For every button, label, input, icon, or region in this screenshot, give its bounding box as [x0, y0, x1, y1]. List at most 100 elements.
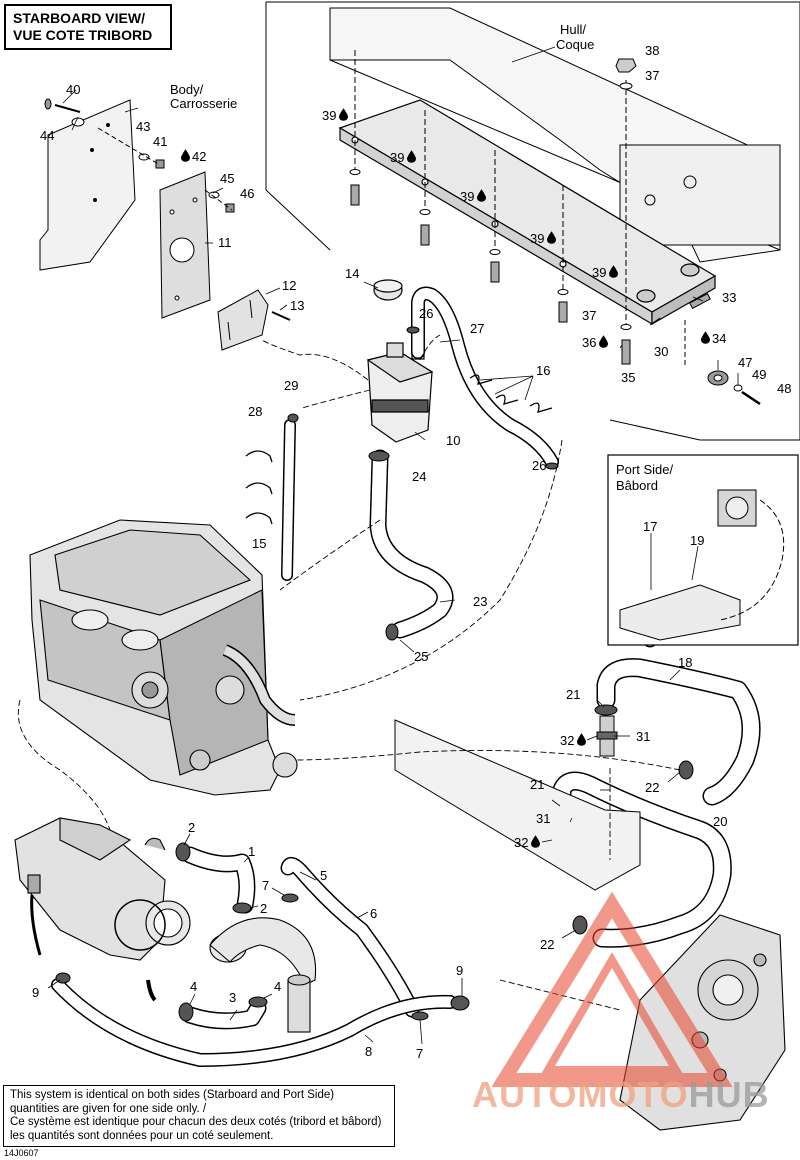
- body-label: Body/: [170, 82, 204, 97]
- clamp-24: [368, 450, 390, 462]
- washer-37-top: [619, 82, 633, 90]
- drop-icon: [577, 733, 586, 746]
- flow-leaders: [17, 334, 681, 1011]
- clamp-2-a: [175, 842, 191, 862]
- callout: 31: [536, 811, 550, 826]
- callout: 37: [582, 308, 596, 323]
- callout: 25: [414, 649, 428, 664]
- callout: 16: [536, 363, 550, 378]
- bolt-39-a: [349, 50, 361, 206]
- washer-49: [733, 384, 743, 392]
- watermark-logo: [491, 891, 733, 1087]
- callout: 34: [712, 331, 726, 346]
- callout: 18: [678, 655, 692, 670]
- bolt-39-c: [489, 150, 501, 283]
- callout: 4: [274, 979, 281, 994]
- clamps: [55, 326, 694, 1022]
- callout: 39: [530, 231, 544, 246]
- callout: 9: [456, 963, 463, 978]
- callout: 7: [416, 1046, 423, 1061]
- callout: 43: [136, 119, 150, 134]
- callout: 39: [592, 265, 606, 280]
- watermark-part1: AUTOMOTO: [472, 1074, 689, 1115]
- drop-icon: [701, 331, 710, 344]
- callout: 37: [645, 68, 659, 83]
- callout: 17: [643, 519, 657, 534]
- callout: 8: [365, 1044, 372, 1059]
- callout: 13: [290, 298, 304, 313]
- hose-5: [280, 857, 420, 1018]
- callout: 32: [514, 835, 528, 850]
- clamp-25: [385, 623, 399, 641]
- callout: 40: [66, 82, 80, 97]
- callout: 30: [654, 344, 668, 359]
- view-title-line1: STARBOARD VIEW/: [13, 10, 145, 26]
- callout: 15: [252, 536, 266, 551]
- note-line: les quantités sont données pour un coté …: [10, 1129, 274, 1142]
- hose-1: [181, 846, 256, 914]
- callout: 42: [192, 149, 206, 164]
- callout: 10: [446, 433, 460, 448]
- bolts-39: [349, 50, 761, 406]
- callout: 36: [582, 335, 596, 350]
- callout: 26: [532, 458, 546, 473]
- figure-code: 14J0607: [4, 1148, 39, 1158]
- washer-43: [138, 153, 150, 161]
- clamp-4-b: [248, 996, 268, 1008]
- body-panel: [39, 98, 291, 351]
- clamp-9-b: [450, 995, 470, 1011]
- hose-clips: [245, 374, 553, 525]
- view-title-line2: VUE COTE TRIBORD: [13, 27, 153, 43]
- callout: 21: [566, 687, 580, 702]
- callout: 39: [390, 150, 404, 165]
- fittings: [394, 715, 641, 891]
- washer-44: [71, 117, 85, 127]
- hull-label: Hull/: [560, 22, 586, 37]
- callout: 26: [419, 306, 433, 321]
- hose-3: [181, 999, 267, 1030]
- callout: 1: [248, 844, 255, 859]
- callout: 4: [190, 979, 197, 994]
- port-side-label-fr: Bâbord: [616, 478, 658, 493]
- drop-icon: [599, 335, 608, 348]
- callout: 41: [153, 134, 167, 149]
- body-label-fr: Carrosserie: [170, 96, 237, 111]
- note-line: quantities are given for one side only. …: [10, 1102, 207, 1115]
- callout: 29: [284, 378, 298, 393]
- bolt-33: [689, 292, 711, 310]
- callout: 12: [282, 278, 296, 293]
- clamp-7-b: [411, 1011, 429, 1021]
- clamp-2-b: [232, 902, 252, 914]
- callout: 9: [32, 985, 39, 1000]
- nut-38: [615, 58, 637, 73]
- callout: 38: [645, 43, 659, 58]
- callout: 49: [752, 367, 766, 382]
- callout: 39: [460, 189, 474, 204]
- clamp-26: [545, 462, 559, 470]
- hull-label-fr: Coque: [556, 37, 594, 52]
- callout: 31: [636, 729, 650, 744]
- nut-46: [225, 203, 235, 213]
- drop-icon: [339, 108, 348, 121]
- callout: 21: [530, 777, 544, 792]
- callout: 47: [738, 355, 752, 370]
- callout: 11: [218, 235, 232, 250]
- watermark-part2: HUB: [688, 1074, 770, 1115]
- region-labels: Hull/ Coque Body/ Carrosserie Port Side/…: [170, 22, 673, 493]
- hose-20: [552, 771, 732, 948]
- bolt-39-d: [557, 185, 569, 323]
- note-line: This system is identical on both sides (…: [10, 1089, 335, 1101]
- nut-41: [155, 159, 165, 169]
- bolt-35: [620, 80, 632, 365]
- callout: 23: [473, 594, 487, 609]
- clamp-22-b: [572, 915, 588, 935]
- callout: 46: [240, 186, 254, 201]
- port-side-inset: [607, 454, 799, 646]
- system-note: This system is identical on both sides (…: [3, 1085, 395, 1147]
- callout: 20: [713, 814, 727, 829]
- watermark-text: AUTOMOTOHUB: [472, 1074, 770, 1116]
- callout: 44: [40, 128, 54, 143]
- callout: 39: [322, 108, 336, 123]
- clamp-26-top: [406, 326, 420, 334]
